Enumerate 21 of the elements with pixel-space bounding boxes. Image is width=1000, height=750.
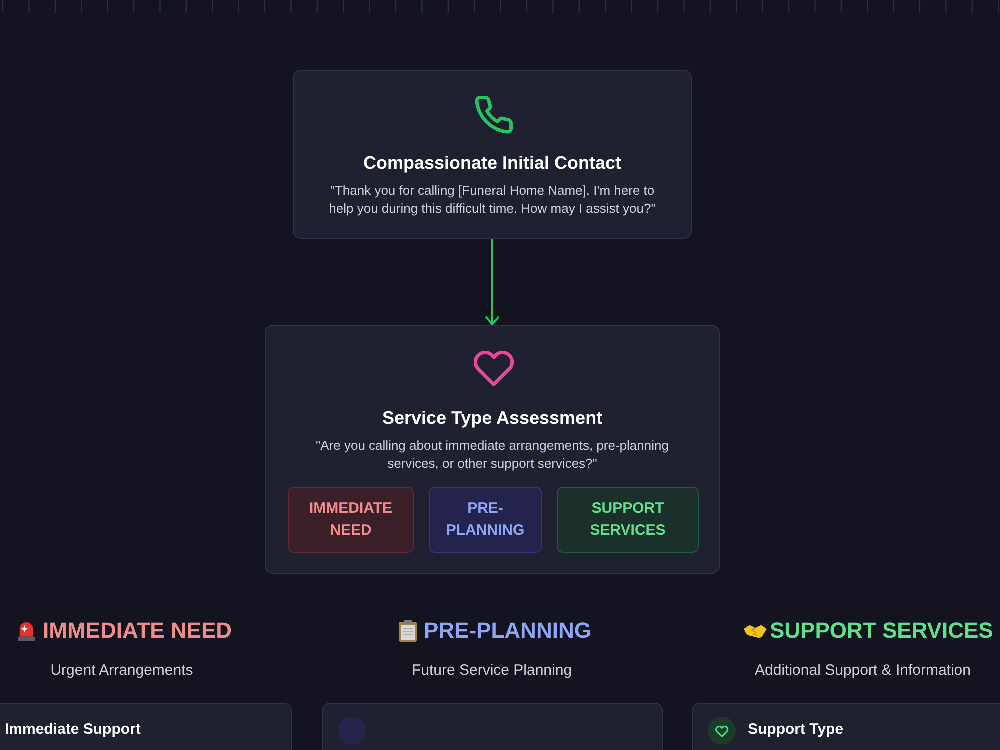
- card-title: Immediate Support: [5, 721, 141, 739]
- option-box: SUPPORT SERVICES: [557, 487, 699, 553]
- option-box: IMMEDIATE NEED: [288, 487, 414, 553]
- box-title: Service Type Assessment: [381, 407, 604, 429]
- section-heading: IMMEDIATE NEED: [43, 618, 232, 644]
- box-text: "Are you calling about immediate arrangements, pre-planning services, or other support services?": [315, 437, 670, 473]
- process-box: [293, 70, 692, 239]
- box-text: "Thank you for calling [Funeral Home Name]. I'm here to help you during this difficult time. How may I assist you?": [328, 182, 657, 218]
- section-heading: PRE-PLANNING: [424, 618, 592, 644]
- arrow: [486, 238, 500, 326]
- section-subtitle: Future Service Planning: [412, 662, 572, 680]
- info-card: [0, 703, 292, 750]
- info-card: [322, 703, 663, 750]
- card-title: Support Type: [748, 721, 844, 739]
- box-title: Compassionate Initial Contact: [362, 152, 623, 174]
- option-box: PRE-PLANNING: [429, 487, 542, 553]
- section-subtitle: Urgent Arrangements: [50, 662, 194, 680]
- info-card: [692, 703, 1000, 750]
- process-box: [265, 325, 720, 574]
- section-heading: SUPPORT SERVICES: [770, 618, 994, 644]
- section-subtitle: Additional Support & Information: [755, 662, 971, 680]
